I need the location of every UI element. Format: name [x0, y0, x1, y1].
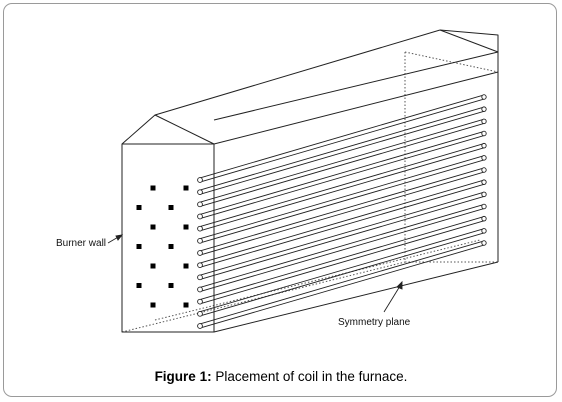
coil-tube	[197, 130, 487, 220]
burner-square	[183, 302, 189, 308]
coil-tube	[197, 94, 487, 183]
burner-square	[136, 283, 142, 288]
burner-wall-label: Burner wall	[56, 238, 106, 249]
roof-hip-back-diag	[439, 29, 499, 53]
coil-tube	[197, 118, 487, 208]
burner-wall-arrow	[107, 234, 124, 244]
figure-frame	[3, 3, 557, 397]
coil-tube	[197, 106, 487, 196]
burner-array	[136, 185, 189, 308]
figure-caption-prefix: Figure 1:	[154, 369, 212, 384]
coil-tube	[197, 191, 487, 281]
hidden-edge-floor-front	[121, 261, 406, 333]
coil-tube	[197, 155, 487, 244]
hidden-edges	[121, 51, 499, 333]
burner-square	[183, 185, 189, 191]
burner-square	[168, 283, 174, 288]
coil-tube	[197, 142, 487, 232]
coil-tube	[197, 240, 487, 329]
figure-caption-text: Placement of coil in the furnace.	[211, 369, 408, 384]
coil-tube	[197, 203, 487, 293]
burner-square	[150, 224, 156, 230]
symmetry-plane-arrow	[383, 280, 403, 313]
symmetry-plane-floor-line	[154, 239, 481, 321]
burner-square	[136, 244, 142, 249]
roof-hip-back	[439, 29, 499, 72]
burner-square	[150, 302, 156, 308]
coil-tube	[197, 167, 487, 256]
burner-square	[150, 263, 156, 269]
coil-tube	[197, 215, 487, 305]
coil-tube	[197, 228, 487, 317]
roof-ridge	[154, 29, 441, 116]
coil-tube	[197, 179, 487, 269]
symmetry-plane-label: Symmetry plane	[338, 317, 411, 328]
bottom-front-edge	[213, 261, 499, 333]
burner-square	[168, 205, 174, 210]
figure-caption: Figure 1: Placement of coil in the furna…	[0, 369, 562, 384]
coil-tubes	[197, 94, 487, 329]
burner-square	[168, 244, 174, 249]
burner-square	[136, 205, 142, 210]
furnace-outline	[121, 29, 499, 333]
roof-lower-edge	[213, 71, 499, 145]
burner-square	[183, 263, 189, 269]
roof-hip-front	[121, 114, 215, 145]
roof-front-edge	[213, 51, 499, 121]
burner-square	[183, 224, 189, 230]
burner-square	[150, 185, 156, 191]
